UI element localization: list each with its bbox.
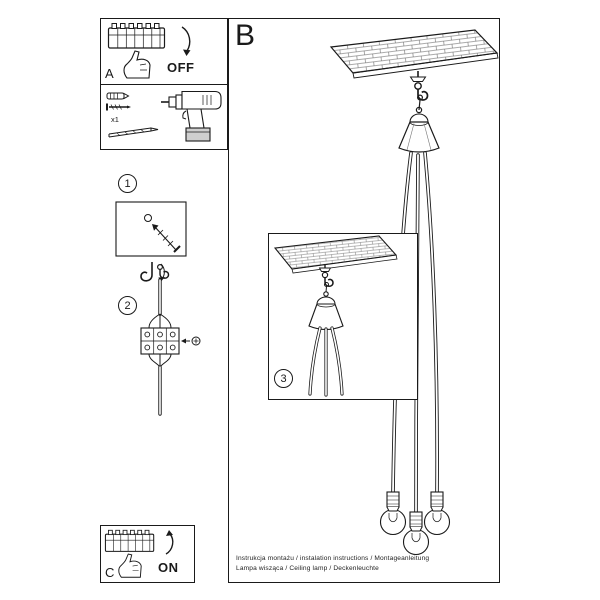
panel-tools: x1 bbox=[100, 84, 228, 150]
step-2-badge: 2 bbox=[118, 296, 137, 315]
ceiling-hook-icon bbox=[409, 71, 429, 111]
panel-b-label: B bbox=[235, 19, 256, 52]
drill-icon bbox=[161, 90, 222, 142]
bulb-left bbox=[379, 491, 407, 536]
step-2-drawing bbox=[140, 263, 201, 416]
fuse-box-icon bbox=[104, 529, 155, 578]
breaker-levers bbox=[111, 23, 160, 29]
footer-line-1: Instrukcja montażu / instalation instruc… bbox=[236, 555, 430, 562]
inset-detail-drawing bbox=[273, 235, 398, 397]
step-1-drawing bbox=[115, 201, 187, 283]
canopy-cone-drawing bbox=[398, 106, 440, 153]
footer-line-2: Lampa wisząca / Ceiling lamp / Deckenleu… bbox=[236, 565, 379, 572]
panel-a-label: A bbox=[105, 66, 114, 81]
hand-icon bbox=[118, 553, 142, 578]
panel-c: ON C bbox=[100, 525, 195, 583]
qty-label: x1 bbox=[111, 115, 119, 124]
hook-and-canopy-small bbox=[308, 264, 344, 331]
bulb-right bbox=[423, 491, 451, 536]
breaker-box bbox=[107, 27, 166, 49]
terminal-block-icon bbox=[140, 327, 180, 355]
curved-arrow-up-icon bbox=[165, 530, 174, 555]
on-label: ON bbox=[158, 560, 179, 575]
screw-arrow-icon bbox=[152, 224, 181, 253]
bulb-drawing bbox=[379, 491, 451, 556]
hand-icon bbox=[123, 50, 151, 79]
ceiling-plate-small bbox=[273, 235, 398, 270]
step-3-badge: 3 bbox=[274, 369, 293, 388]
ceiling-plate-drawing bbox=[329, 29, 499, 79]
step-1-badge: 1 bbox=[118, 174, 137, 193]
panel-c-label: C bbox=[105, 565, 115, 580]
panel-a: OFF A bbox=[100, 18, 228, 85]
inset-panel-step3: 3 bbox=[268, 233, 418, 400]
drill-bit-icon bbox=[108, 127, 159, 138]
screw-arrow-icon bbox=[181, 336, 201, 346]
bulb-center bbox=[402, 511, 430, 556]
tools-drawing: x1 bbox=[106, 90, 222, 142]
fuse-box-icon bbox=[107, 23, 166, 79]
screw-icon bbox=[106, 103, 131, 111]
wall-anchor-icon bbox=[106, 92, 130, 100]
curved-arrow-down-icon bbox=[181, 26, 191, 56]
panel-b: B bbox=[228, 18, 500, 583]
hook-icon bbox=[157, 263, 170, 279]
off-label: OFF bbox=[167, 60, 195, 75]
wall-hole-drawing bbox=[115, 201, 187, 257]
